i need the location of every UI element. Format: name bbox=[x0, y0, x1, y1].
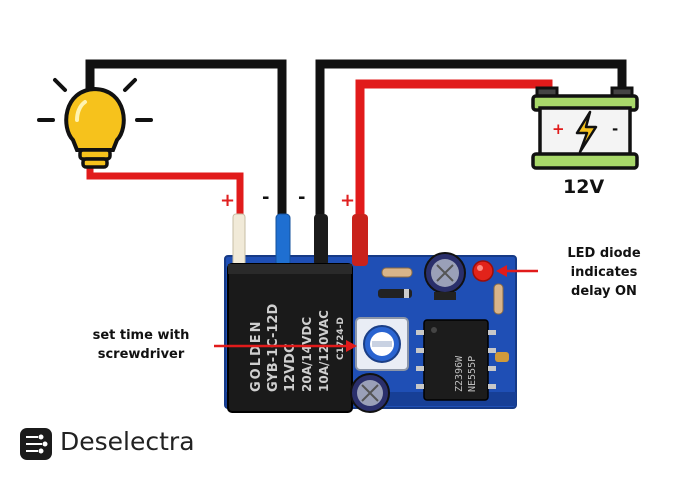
annotation-arrows bbox=[214, 265, 538, 352]
diode bbox=[378, 289, 412, 298]
potentiometer bbox=[355, 317, 409, 371]
black-wire-end bbox=[314, 214, 328, 266]
white-wire-end bbox=[232, 213, 246, 267]
led-annotation-line3: delay ON bbox=[571, 284, 637, 299]
led-annotation: LED diode indicates delay ON bbox=[540, 244, 668, 301]
relay-model: GYB-1C-12D bbox=[266, 304, 281, 392]
led-annotation-line2: indicates bbox=[570, 265, 638, 280]
lamp-minus-sign: - bbox=[262, 187, 270, 208]
timer-module: GOLDEN GYB-1C-12D 12VDC 20A/14VDC 10A/12… bbox=[224, 213, 517, 413]
led-annotation-line1: LED diode bbox=[567, 246, 641, 261]
chip-line2: NE555P bbox=[467, 356, 478, 392]
time-annotation: set time with screwdriver bbox=[66, 326, 216, 364]
blue-wire-end bbox=[275, 213, 291, 267]
ne555-chip: Z2396W NE555P bbox=[416, 319, 496, 401]
deselectra-logo-icon bbox=[20, 428, 52, 460]
led-diode bbox=[472, 260, 494, 282]
time-annotation-line1: set time with bbox=[92, 328, 190, 343]
ceramic-cap bbox=[495, 352, 509, 362]
relay-code: C1724-D bbox=[336, 317, 346, 360]
red-wire-battery bbox=[355, 79, 553, 227]
relay-brand: GOLDEN bbox=[249, 319, 264, 392]
capacitor-top bbox=[424, 252, 466, 300]
chip-line1: Z2396W bbox=[454, 355, 465, 392]
svg-text:-: - bbox=[612, 120, 618, 138]
resistor-2 bbox=[493, 283, 504, 315]
relay: GOLDEN GYB-1C-12D 12VDC 20A/14VDC 10A/12… bbox=[227, 263, 353, 413]
relay-coil: 12VDC bbox=[283, 344, 298, 392]
capacitor-bottom bbox=[350, 373, 390, 413]
lamp-plus-sign: + bbox=[220, 190, 236, 211]
red-wire-lamp bbox=[86, 156, 244, 226]
light-bulb-icon bbox=[37, 78, 153, 169]
time-annotation-line2: screwdriver bbox=[97, 347, 185, 362]
svg-text:+: + bbox=[552, 120, 565, 138]
battery-voltage-label: 12V bbox=[563, 176, 605, 198]
resistor-1 bbox=[381, 267, 413, 278]
black-wire-battery bbox=[315, 59, 627, 227]
black-wire-lamp bbox=[85, 59, 287, 227]
red-wire-end bbox=[352, 214, 368, 266]
battery-icon: + - bbox=[531, 86, 639, 170]
brand-name: Deselectra bbox=[60, 427, 195, 456]
relay-rating-ac: 10A/120VAC bbox=[317, 310, 331, 392]
battery-plus-sign: + bbox=[340, 190, 356, 211]
battery-minus-sign: - bbox=[298, 187, 306, 208]
relay-rating-dc: 20A/14VDC bbox=[300, 317, 314, 392]
